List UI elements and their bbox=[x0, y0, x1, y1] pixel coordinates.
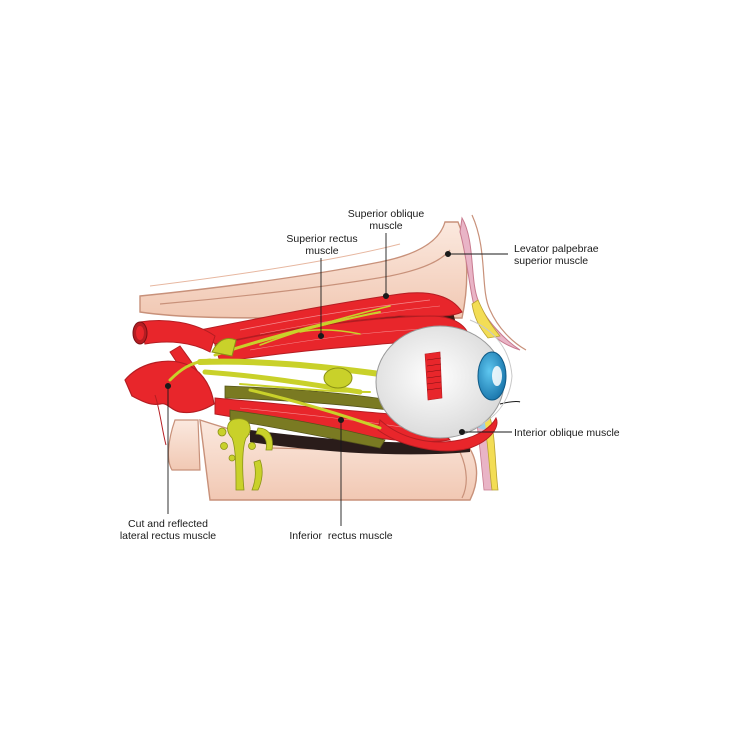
lateral-rectus-muscle-shape bbox=[124, 360, 215, 446]
eyelids bbox=[459, 214, 527, 491]
label-levator-line2: superior muscle bbox=[514, 255, 589, 267]
label-inferior-oblique: Interior oblique muscle bbox=[514, 427, 674, 439]
inferior-oblique-muscle-shape bbox=[377, 416, 498, 452]
label-lateral-rectus-line1: Cut and reflected bbox=[128, 518, 208, 530]
label-inferior-rectus: Inferior rectus muscle bbox=[266, 530, 416, 542]
label-inferior-oblique-line1: Interior oblique muscle bbox=[514, 427, 620, 439]
label-inferior-rectus-line1: Inferior rectus muscle bbox=[289, 530, 393, 542]
label-superior-oblique-line1: Superior oblique bbox=[347, 208, 425, 220]
eyeball bbox=[375, 319, 513, 439]
label-superior-rectus: Superior rectus muscle bbox=[262, 233, 382, 257]
medial-rectus-band bbox=[224, 385, 391, 449]
label-superior-oblique: Superior oblique muscle bbox=[326, 208, 446, 232]
label-lateral-rectus: Cut and reflected lateral rectus muscle bbox=[98, 518, 238, 542]
label-superior-rectus-line1: Superior rectus bbox=[286, 233, 358, 245]
leader-lines bbox=[164, 233, 512, 526]
ciliary-ganglion bbox=[211, 338, 353, 389]
label-lateral-rectus-line2: lateral rectus muscle bbox=[119, 530, 217, 542]
label-superior-rectus-line2: muscle bbox=[305, 245, 339, 257]
label-levator: Levator palpebrae superior muscle bbox=[514, 243, 654, 267]
lower-nerve-tree bbox=[217, 418, 273, 491]
label-superior-oblique-line2: muscle bbox=[369, 220, 403, 232]
label-levator-line1: Levator palpebrae bbox=[514, 243, 599, 255]
